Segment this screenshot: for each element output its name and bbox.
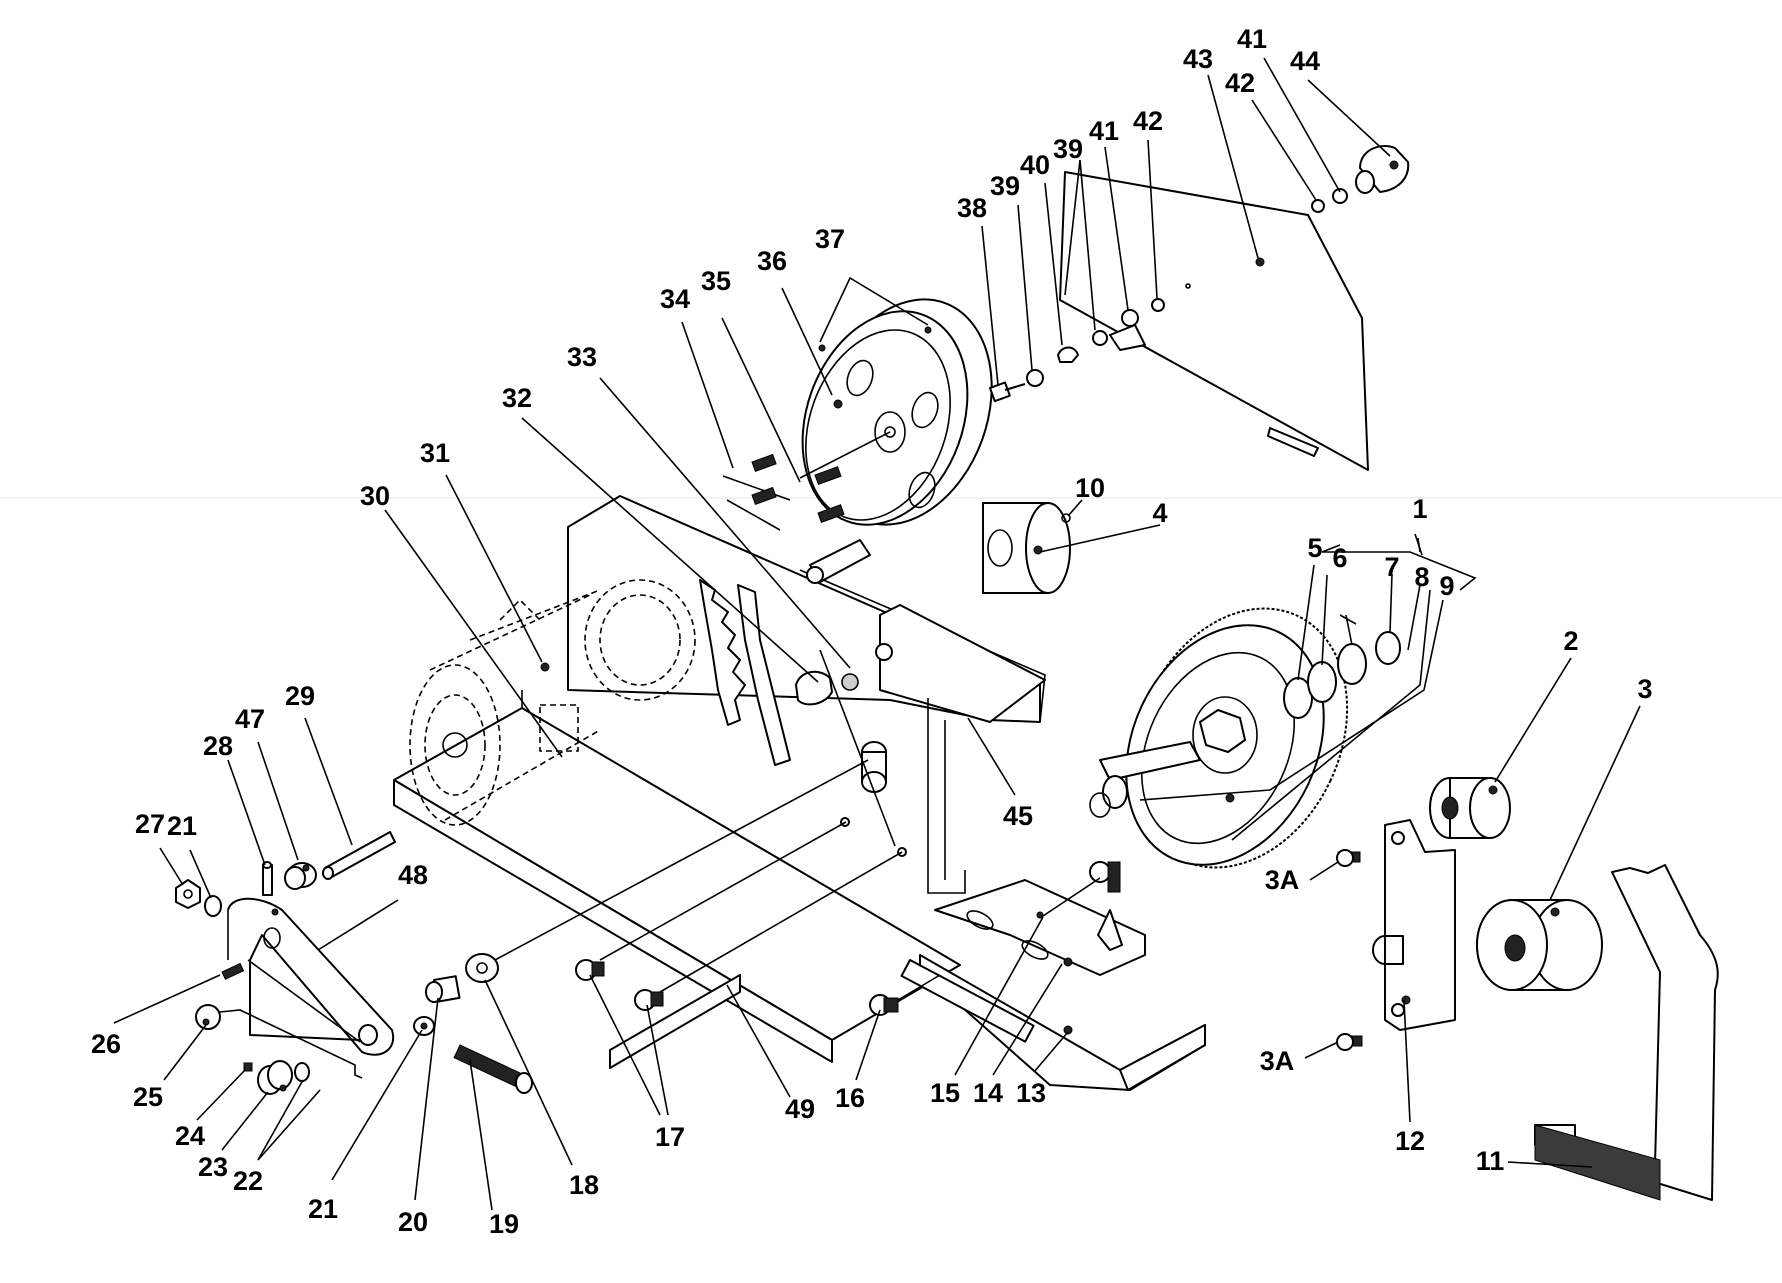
bolt-15 [1089,861,1121,893]
callout-41-top: 41 [1237,24,1267,54]
washer-21-lower [413,1016,435,1036]
callout-24: 24 [175,1121,205,1151]
callout-40: 40 [1020,150,1050,180]
callout-21-upper: 21 [167,811,197,841]
callout-26: 26 [91,1029,121,1059]
callout-34: 34 [660,284,690,314]
shaft-29 [322,831,396,880]
callout-42-top: 42 [1225,68,1255,98]
callout-15: 15 [930,1078,960,1108]
callout-3a-lower: 3A [1260,1046,1295,1076]
cover-fasteners [989,298,1165,403]
callout-28: 28 [203,731,233,761]
callout-45: 45 [1003,801,1033,831]
cover-knob-44 [1311,145,1410,213]
callout-47: 47 [235,704,265,734]
callout-20: 20 [398,1207,428,1237]
callout-8: 8 [1414,562,1429,592]
callout-5: 5 [1307,533,1322,563]
slide-plate-14 [934,879,1146,976]
screws-17 [575,817,907,1011]
callout-10: 10 [1075,473,1105,503]
callout-22: 22 [233,1166,263,1196]
callout-35: 35 [701,266,731,296]
callout-25: 25 [133,1082,163,1112]
sleeve-20 [425,975,461,1003]
callout-44: 44 [1290,46,1320,76]
callout-39-left: 39 [990,171,1020,201]
callout-1: 1 [1412,494,1427,524]
callout-41-mid: 41 [1089,116,1119,146]
belt-guard-housing-45 [567,495,1046,894]
bolt-19 [453,1044,533,1094]
callout-38: 38 [957,193,987,223]
callout-21-lower: 21 [308,1194,338,1224]
callout-37: 37 [815,224,845,254]
callout-14: 14 [973,1078,1003,1108]
callout-3: 3 [1637,674,1652,704]
callout-18: 18 [569,1170,599,1200]
callout-32: 32 [502,383,532,413]
nut-27 [175,879,201,909]
callout-30: 30 [360,481,390,511]
callout-7: 7 [1384,552,1399,582]
spacer-18 [465,953,499,983]
callout-9: 9 [1439,571,1454,601]
idler-pulley-4 [982,502,1071,594]
callout-43: 43 [1183,44,1213,74]
screw-3a-lower [1336,1033,1363,1051]
wheel-bracket-12 [1372,819,1456,1031]
callout-17: 17 [655,1122,685,1152]
callout-12: 12 [1395,1126,1425,1156]
abrasive-belt-11 [1534,864,1719,1201]
callout-31: 31 [420,438,450,468]
pin-28 [262,861,273,896]
tension-arm-48 [227,897,395,1056]
callout-42-mid: 42 [1133,106,1163,136]
callout-3a-upper: 3A [1265,865,1300,895]
screw-3a-upper [1336,849,1361,867]
saw-tooth-guides [699,579,791,766]
tension-knob-32 [795,643,893,706]
callout-4: 4 [1152,498,1167,528]
callout-2: 2 [1563,626,1578,656]
rod-25 [195,1004,363,1079]
callout-39-right: 39 [1053,134,1083,164]
callout-11: 11 [1476,1146,1505,1176]
callout-49: 49 [785,1094,815,1124]
knob-16 [869,994,899,1016]
callout-13: 13 [1016,1078,1046,1108]
screw-26 [221,962,245,980]
callout-48: 48 [398,860,428,890]
callout-6: 6 [1332,543,1347,573]
screw-24 [243,1062,253,1072]
callout-labels: 1 2 3 3A 3A 4 5 6 7 8 9 10 11 12 13 14 1… [91,24,1653,1239]
contact-wheel-3 [1476,899,1603,991]
idler-shaft [806,539,871,584]
callout-23: 23 [198,1152,228,1182]
base-plate-49 [393,690,961,1069]
washer-21-upper [204,895,222,917]
clip-22 [294,1062,310,1082]
guard-cover-43 [1059,171,1369,471]
roller-2 [1429,777,1511,839]
callout-29: 29 [285,681,315,711]
leader-lines [113,57,1641,1211]
motor-31 [409,579,696,826]
tool-rest-13 [900,954,1206,1091]
callout-36: 36 [757,246,787,276]
collar-47 [284,862,317,890]
bearings-5-9 [1283,631,1401,719]
knob-23 [257,1060,293,1095]
pin-upper [861,741,887,793]
callout-19: 19 [489,1209,519,1239]
callout-16: 16 [835,1083,865,1113]
callout-27: 27 [135,809,165,839]
drive-pulley-36 [801,298,993,526]
callout-33: 33 [567,342,597,372]
pulley-screws-34 [722,326,932,531]
